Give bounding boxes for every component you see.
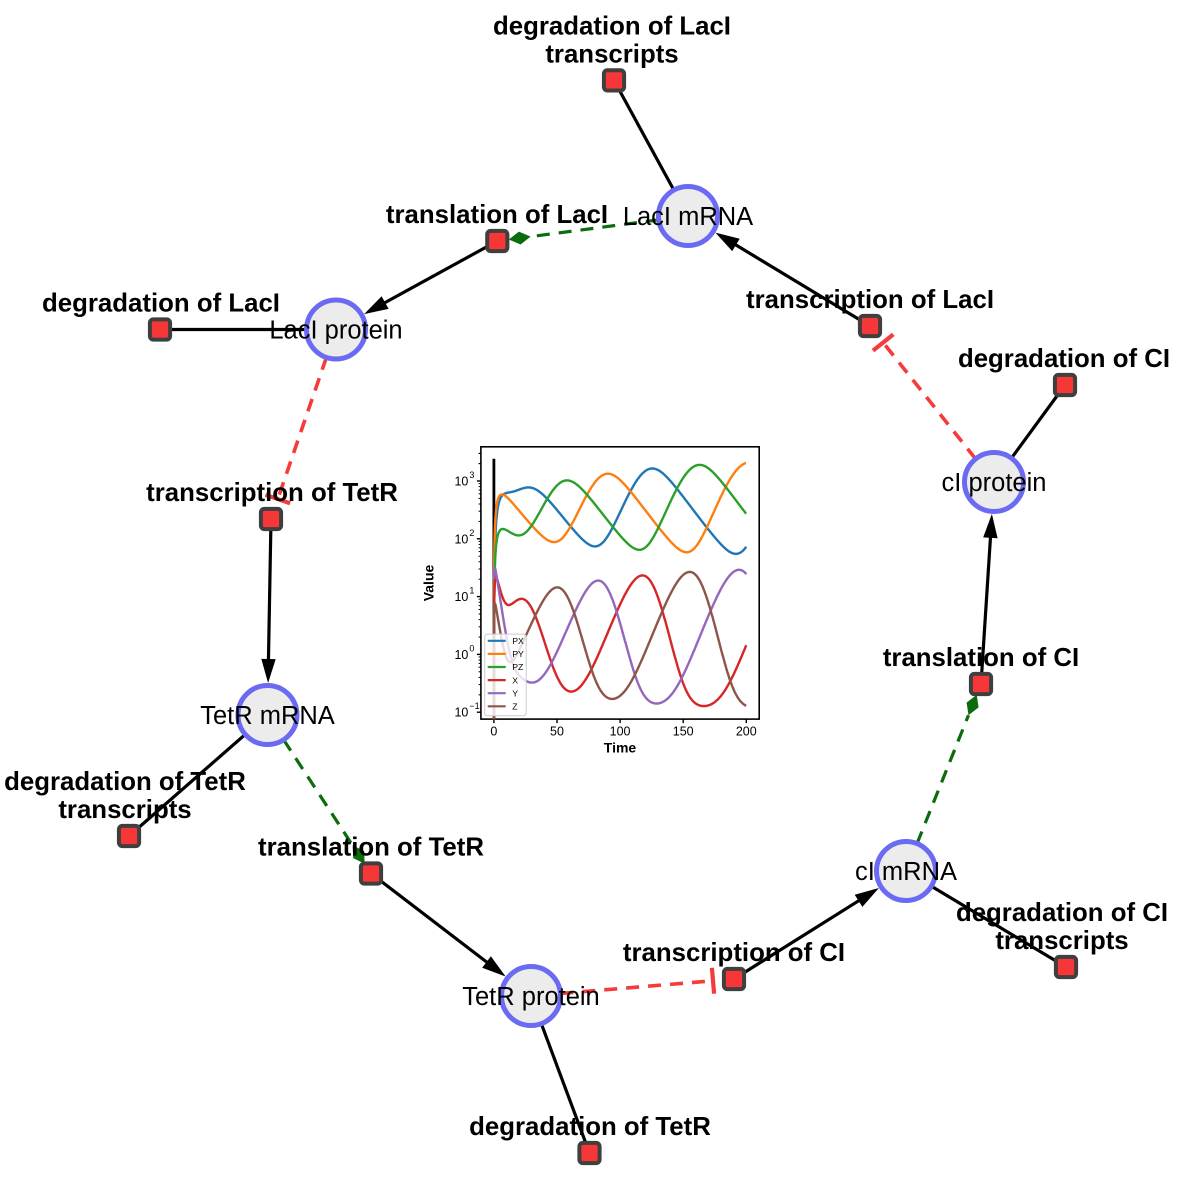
svg-text:degradation of LacI: degradation of LacI [42, 290, 280, 318]
svg-text:Value: Value [421, 565, 437, 602]
svg-text:degradation of TetR: degradation of TetR [4, 768, 246, 796]
svg-text:PY: PY [512, 649, 524, 659]
svg-text:translation of LacI: translation of LacI [386, 201, 608, 229]
svg-text:Y: Y [512, 688, 518, 698]
svg-text:LacI protein: LacI protein [269, 317, 402, 345]
svg-text:PX: PX [512, 636, 524, 646]
svg-text:10: 10 [454, 475, 468, 489]
svg-text:10: 10 [454, 706, 468, 720]
svg-text:transcripts: transcripts [995, 927, 1128, 955]
svg-text:1: 1 [469, 586, 474, 596]
svg-text:0: 0 [490, 725, 497, 739]
svg-text:100: 100 [610, 725, 631, 739]
svg-text:transcription of CI: transcription of CI [623, 939, 845, 967]
svg-text:TetR protein: TetR protein [462, 983, 600, 1011]
svg-text:10: 10 [454, 648, 468, 662]
svg-text:cI protein: cI protein [942, 469, 1047, 497]
svg-text:0: 0 [469, 643, 474, 653]
svg-text:10: 10 [454, 532, 468, 546]
svg-text:cI mRNA: cI mRNA [855, 858, 957, 886]
svg-text:translation of CI: translation of CI [883, 644, 1079, 672]
svg-text:transcription of TetR: transcription of TetR [146, 479, 398, 507]
svg-text:Time: Time [604, 740, 637, 756]
svg-text:3: 3 [469, 470, 474, 480]
svg-text:10: 10 [454, 590, 468, 604]
svg-text:degradation of LacI: degradation of LacI [493, 12, 731, 40]
svg-text:degradation of CI: degradation of CI [958, 345, 1170, 373]
svg-text:transcripts: transcripts [58, 796, 191, 824]
svg-text:200: 200 [736, 725, 757, 739]
svg-text:50: 50 [550, 725, 564, 739]
svg-text:Z: Z [512, 702, 518, 712]
svg-text:−1: −1 [469, 701, 479, 711]
svg-text:X: X [512, 675, 518, 685]
svg-text:LacI mRNA: LacI mRNA [623, 203, 753, 231]
svg-text:PZ: PZ [512, 662, 524, 672]
svg-text:degradation of TetR: degradation of TetR [469, 1113, 711, 1141]
svg-text:transcription of LacI: transcription of LacI [746, 286, 994, 314]
svg-text:transcripts: transcripts [545, 40, 678, 68]
svg-text:translation of TetR: translation of TetR [258, 834, 484, 862]
svg-text:TetR mRNA: TetR mRNA [200, 702, 335, 730]
svg-text:150: 150 [673, 725, 694, 739]
svg-text:degradation of CI: degradation of CI [956, 899, 1168, 927]
svg-text:2: 2 [469, 528, 474, 538]
